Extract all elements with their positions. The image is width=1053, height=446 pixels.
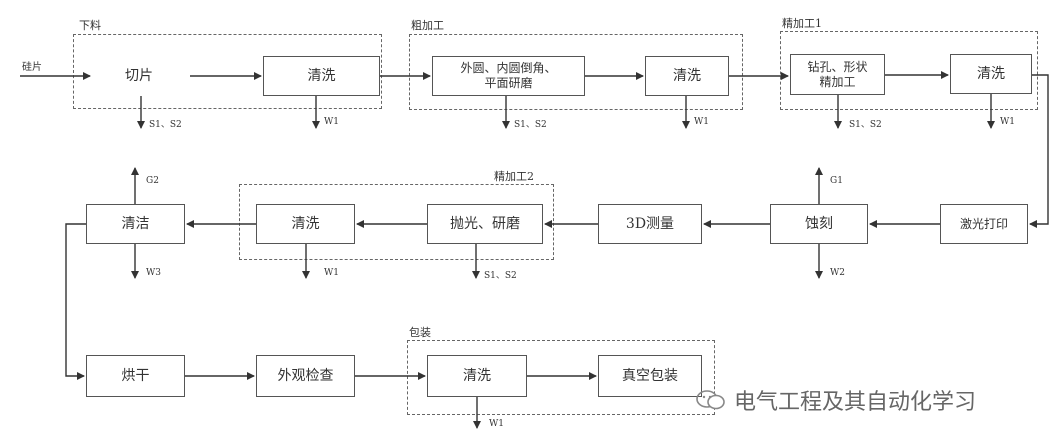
- label-s12-slice: S1、S2: [149, 120, 182, 130]
- step-wash-2: 清洗: [645, 56, 729, 96]
- label-s12-rough: S1、S2: [514, 120, 547, 130]
- group-fine1-label: 精加工1: [782, 17, 822, 30]
- label-w1-wash3: W1: [1000, 117, 1015, 127]
- step-drill-shape: 钻孔、形状 精加工: [790, 54, 885, 95]
- watermark-text: 电气工程及其自动化学习: [734, 390, 977, 415]
- step-slice: 切片: [125, 68, 153, 84]
- label-w1-wash5: W1: [489, 419, 504, 429]
- label-s12-drill: S1、S2: [849, 120, 882, 130]
- step-vacuum-pack: 真空包装: [598, 355, 702, 397]
- wechat-icon: [696, 390, 725, 410]
- label-g2-clean: G2: [146, 176, 159, 186]
- group-feed-label: 下料: [79, 19, 101, 32]
- step-etch: 蚀刻: [770, 204, 868, 244]
- group-feed-frame: [73, 34, 382, 109]
- watermark: 电气工程及其自动化学习: [694, 384, 976, 416]
- step-wash-3: 清洗: [950, 54, 1032, 94]
- step-clean: 清洁: [86, 204, 185, 244]
- group-fine2-label: 精加工2: [494, 170, 534, 183]
- group-pack-frame: [407, 340, 715, 415]
- group-pack-label: 包装: [409, 326, 431, 339]
- label-w1-wash1: W1: [324, 117, 339, 127]
- label-g1-etch: G1: [830, 176, 843, 186]
- step-wash-5: 清洗: [427, 355, 527, 397]
- group-fine2-frame: [239, 184, 554, 260]
- label-w3-clean: W3: [146, 268, 161, 278]
- label-w1-wash4: W1: [324, 268, 339, 278]
- step-laser-print: 激光打印: [940, 204, 1028, 244]
- arrow-wash3-to-laser: [1029, 74, 1049, 228]
- group-rough-label: 粗加工: [411, 19, 444, 32]
- step-dry: 烘干: [86, 355, 185, 397]
- group-fine1-frame: [780, 31, 1038, 110]
- step-inspect: 外观检查: [256, 355, 355, 397]
- group-rough-frame: [409, 34, 743, 110]
- step-rough-grinding: 外圆、内圆倒角、 平面研磨: [432, 56, 585, 96]
- step-wash-4: 清洗: [256, 204, 355, 244]
- label-s12-polish: S1、S2: [484, 271, 517, 281]
- label-w2-etch: W2: [830, 268, 845, 278]
- step-wash-1: 清洗: [263, 56, 380, 96]
- step-3d-measure: 3D测量: [598, 204, 702, 244]
- step-polish: 抛光、研磨: [427, 204, 543, 244]
- arrow-clean-to-dry: [65, 223, 86, 380]
- input-label: 硅片: [22, 62, 42, 73]
- label-w1-wash2: W1: [694, 117, 709, 127]
